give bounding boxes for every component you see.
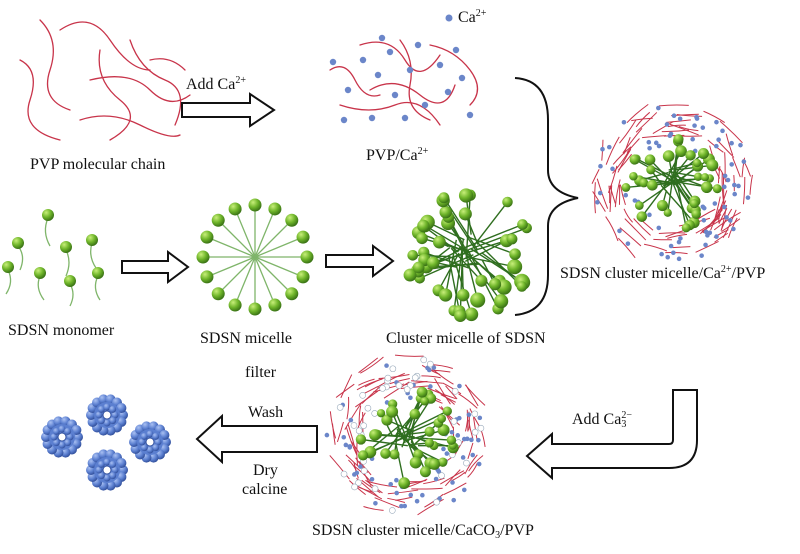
- label-final-composite: SDSN cluster micelle/CaCO3/PVP: [312, 522, 534, 541]
- merge-brace: [514, 77, 579, 316]
- arrow-add-ca: [181, 92, 276, 128]
- sdsn-monomers: [2, 209, 104, 307]
- product-particle: [86, 394, 128, 436]
- cluster-micelle: [403, 188, 532, 322]
- sdsn-micelle: [196, 198, 314, 316]
- process-arrows: [121, 92, 698, 481]
- pvp-ca-ions: [329, 34, 474, 124]
- label-filter: filter: [245, 364, 277, 381]
- label-sdsn-monomer: SDSN monomer: [8, 322, 115, 339]
- label-sdsn-micelle: SDSN micelle: [200, 330, 292, 347]
- arrow-micelle-to-cluster: [325, 244, 395, 278]
- product-particle: [41, 416, 83, 458]
- label-calcine: calcine: [242, 481, 288, 498]
- arrow-to-product: [195, 413, 318, 465]
- label-ca-ion: Ca2+: [458, 8, 487, 26]
- label-dry: Dry: [253, 462, 278, 479]
- label-pvp-ca: PVP/Ca2+: [366, 146, 429, 164]
- product-particle: [86, 449, 128, 491]
- label-wash: Wash: [248, 404, 284, 421]
- ca-ion-legend-dot: [445, 14, 453, 22]
- pvp-ca-chains: [329, 39, 479, 126]
- pvp-chains: [19, 19, 191, 141]
- arrow-add-co3: [525, 389, 698, 481]
- label-add-co3: Add Ca32−: [572, 410, 632, 430]
- cluster-ca-pvp: [591, 103, 753, 262]
- product-particles: [41, 394, 171, 491]
- label-pvp-chain: PVP molecular chain: [30, 156, 166, 173]
- cluster-caco3-pvp: [324, 354, 486, 516]
- product-particle: [129, 421, 171, 463]
- label-add-ca: Add Ca2+: [186, 75, 246, 93]
- label-cluster-micelle: Cluster micelle of SDSN: [386, 330, 546, 347]
- arrow-monomer-to-micelle: [121, 250, 190, 284]
- label-cluster-ca-pvp: SDSN cluster micelle/Ca2+/PVP: [560, 264, 766, 282]
